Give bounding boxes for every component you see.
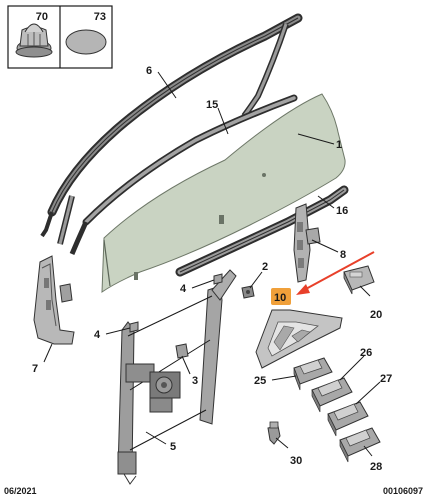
callout-20: 20 — [370, 309, 382, 321]
highlight-arrow — [296, 251, 375, 295]
footer-code: 00106097 — [383, 486, 423, 496]
callout-26: 26 — [360, 347, 372, 359]
callout-10-highlight — [271, 288, 291, 305]
switch-26 — [311, 377, 353, 413]
frame-seal — [40, 13, 303, 245]
callout-2: 2 — [262, 261, 268, 273]
callout-28: 28 — [370, 461, 382, 473]
rear-guide-bracket — [33, 255, 75, 345]
callout-27: 27 — [380, 373, 392, 385]
front-guide — [293, 203, 321, 283]
callout-5: 5 — [170, 441, 176, 453]
callout-6: 6 — [146, 65, 152, 77]
callout-15: 15 — [206, 99, 218, 111]
callout-30: 30 — [290, 455, 302, 467]
window-regulator — [117, 269, 237, 485]
callout-numbers: 6 15 1 16 8 2 4 4 3 7 5 20 25 26 27 28 3… — [32, 65, 392, 473]
window-glass — [101, 93, 346, 293]
callout-16: 16 — [336, 205, 348, 217]
callout-4-lower: 4 — [94, 329, 101, 341]
clip-2 — [241, 285, 255, 299]
clip-3 — [175, 343, 189, 359]
fastener-4-lower — [129, 321, 139, 333]
switch-bezel — [255, 309, 343, 369]
callout-8: 8 — [340, 249, 346, 261]
switch-28 — [339, 427, 381, 463]
callout-10: 10 — [274, 292, 286, 304]
oval-pad-icon — [65, 29, 107, 55]
inset-label-70: 70 — [36, 11, 48, 23]
callout-25: 25 — [254, 375, 266, 387]
callout-7: 7 — [32, 363, 38, 375]
callout-4-upper: 4 — [180, 283, 187, 295]
footer-date: 06/2021 — [4, 486, 37, 496]
switch-25 — [293, 357, 333, 391]
fastener-4-upper — [213, 273, 223, 285]
callout-3: 3 — [192, 375, 198, 387]
screw-30 — [267, 421, 281, 445]
glass-run-seal — [69, 94, 298, 255]
callout-1: 1 — [336, 139, 342, 151]
switch-27 — [327, 401, 369, 437]
push-clip-icon — [15, 23, 53, 58]
inset-box: 70 73 — [7, 5, 113, 69]
switch-module — [343, 265, 375, 295]
leader-lines — [43, 71, 381, 457]
belt-moulding — [175, 185, 349, 277]
inset-label-73: 73 — [94, 11, 106, 23]
